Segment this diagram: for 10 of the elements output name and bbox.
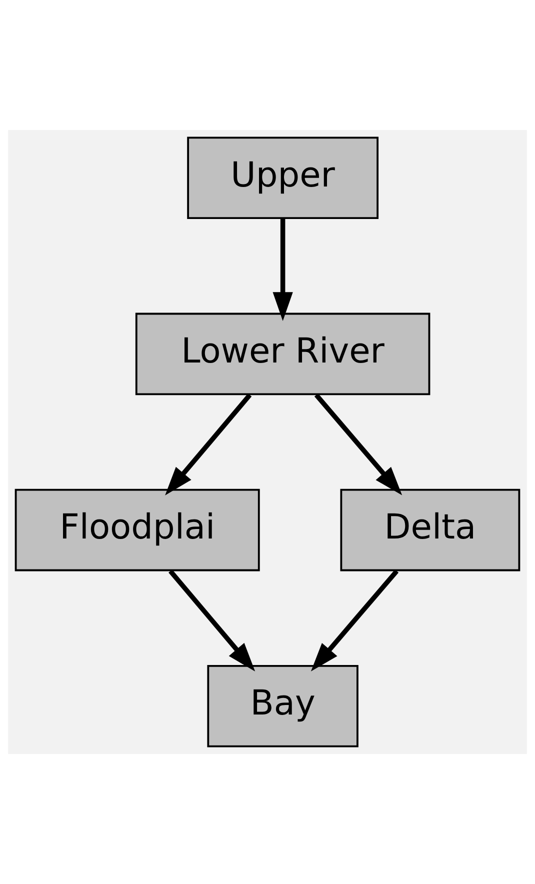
node-box: Lower River [135,312,430,396]
node-box: Delta [340,488,520,572]
arrow [168,570,256,672]
arrow [272,218,293,321]
node-box: Upper [187,136,379,219]
node-box: Bay [207,665,358,748]
arrow [310,570,399,672]
arrow [165,393,252,496]
arrow [314,393,402,496]
node-box: Floodplai [14,488,260,572]
